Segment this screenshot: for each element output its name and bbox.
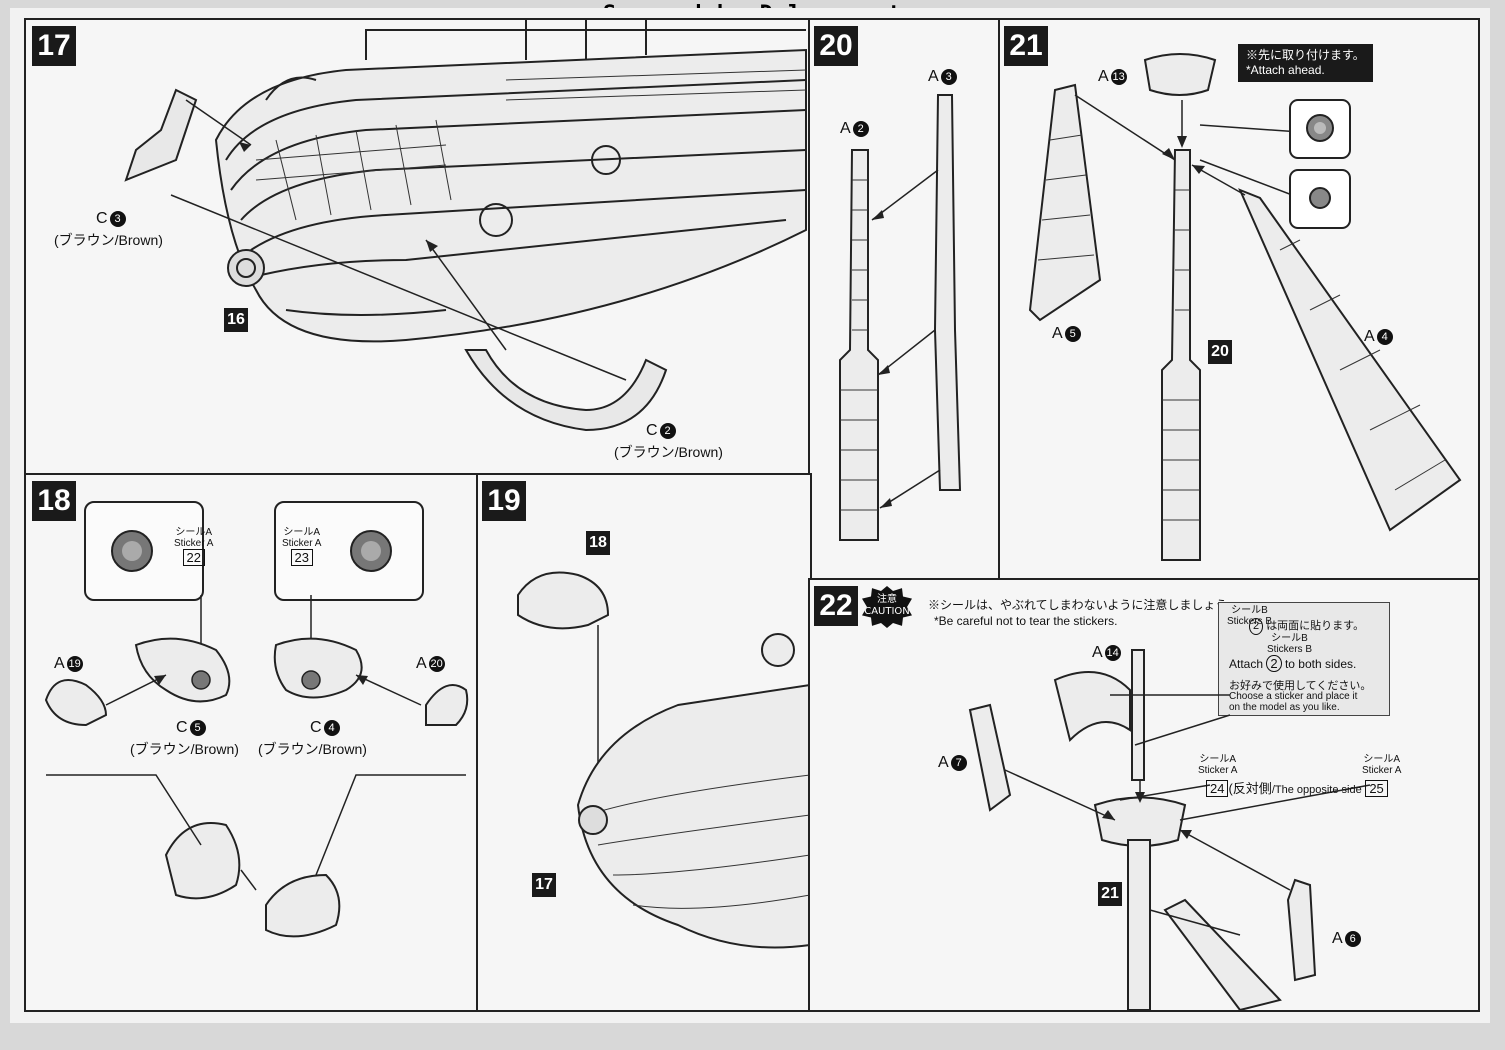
sticker-opposite-line: 24(反対側/The opposite side 25: [1206, 778, 1388, 797]
ship-stern-illustration: [124, 20, 807, 432]
ref-tag-18: 18: [586, 531, 610, 555]
caution-text-jp: ※シールは、やぶれてしまわないように注意しましょう。: [928, 598, 1239, 612]
ref-tag-17: 17: [532, 873, 556, 897]
ref-tag-20: 20: [1208, 340, 1232, 364]
part-c2-color: (ブラウン/Brown): [614, 444, 723, 460]
step-17-panel: 17: [24, 18, 812, 477]
figurehead-illustration-step18: [44, 530, 469, 938]
info-line2-en: Attach 2 to both sides.: [1229, 655, 1357, 672]
ref-tag-21: 21: [1098, 882, 1122, 906]
info-line3-jp: お好みで使用してください。: [1229, 680, 1372, 692]
info-line5-en: on the model as you like.: [1229, 702, 1340, 713]
sticker-23-callout: [274, 501, 424, 601]
part-c5-color: (ブラウン/Brown): [130, 741, 239, 757]
caution-text-en: *Be careful not to tear the stickers.: [934, 614, 1118, 628]
step-19-number: 19: [482, 481, 526, 521]
part-c3-color: (ブラウン/Brown): [54, 232, 163, 248]
instruction-sheet: 17: [10, 8, 1490, 1023]
step-22-number: 22: [814, 586, 858, 626]
crows-nest-illustration-step22: [968, 649, 1371, 1010]
step-19-panel: 19 18 17: [476, 473, 812, 1012]
step-17-number: 17: [32, 26, 76, 66]
ship-bow-illustration-step19: [517, 571, 810, 949]
info-line4-en: Choose a sticker and place it: [1229, 691, 1358, 702]
attach-ahead-note: ※先に取り付けます。*Attach ahead.: [1238, 44, 1373, 82]
mast-illustration-step21: [1028, 53, 1462, 561]
step-20-number: 20: [814, 26, 858, 66]
info-line1-jp: 2 は両面に貼ります。: [1249, 617, 1364, 635]
step-21-number: 21: [1004, 26, 1048, 66]
ref-tag-16: 16: [224, 308, 248, 332]
part-c4-color: (ブラウン/Brown): [258, 741, 367, 757]
mast-illustration-step20: [839, 94, 962, 541]
step-18-number: 18: [32, 481, 76, 521]
